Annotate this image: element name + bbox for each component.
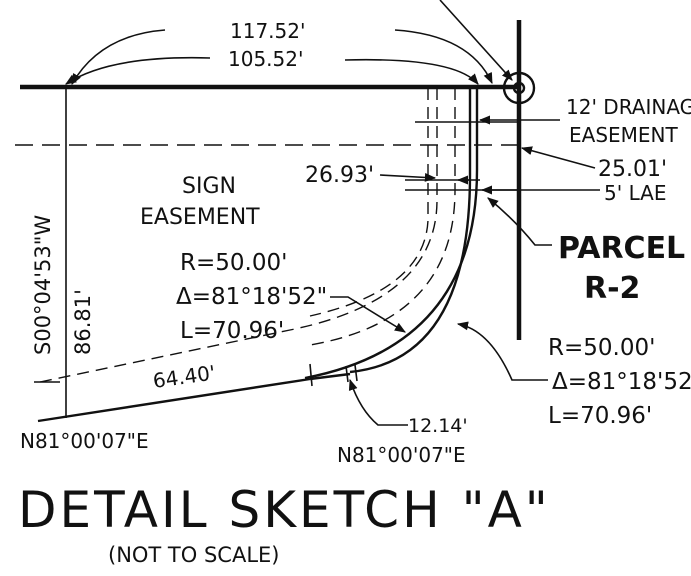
dimension-25: 25.01' [598,157,667,182]
dimension-26: 26.93' [305,163,374,188]
arc-right-lower [344,58,479,85]
curve-right-radius: R=50.00' [548,335,655,361]
curve-dashed-3 [309,88,429,317]
curve-left-delta: Δ=81°18'52" [176,284,327,310]
bearing-vertical: S00°04'53"W [31,215,55,355]
bearing-bottom: N81°00'07"E [337,443,466,467]
dimension-64: 64.40' [151,360,216,393]
curve-right-delta: Δ=81°18'52" [552,369,691,395]
monument-circle-inner [512,81,526,95]
monument-leader [439,0,513,81]
subtitle: (NOT TO SCALE) [108,543,280,567]
bottom-boundary-line-2 [309,372,351,381]
bearing-left: N81°00'07"E [20,429,149,453]
leader-12 [348,378,408,426]
drainage-easement-line1: 12' DRAINAG [566,95,691,119]
leader-26 [379,172,437,182]
top-dimension-2: 105.52' [228,47,303,71]
lae-label: 5' LAE [604,181,667,205]
arc-right-upper [394,29,493,85]
sign-easement-line2: EASEMENT [140,205,260,230]
dimension-12: 12.14' [408,415,468,437]
arc-left-lower [65,56,211,85]
curve-dashed-1 [309,88,456,346]
curve-solid-outer [304,88,479,380]
bottom-boundary-line [37,377,311,423]
dimension-vertical: 86.81' [71,289,95,355]
hash-1 [309,363,313,387]
hash-3 [354,364,358,382]
sign-easement-line1: SIGN [182,174,236,199]
title: DETAIL SKETCH "A" [18,481,551,539]
parcel-label-line1: PARCEL [558,231,685,266]
parcel-label-line2: R-2 [584,271,640,306]
leader-curve-right [456,321,548,381]
curve-solid-inner [349,88,472,374]
leader-25 [520,146,596,169]
leader-parcel [487,197,552,246]
curve-right-length: L=70.96' [548,403,652,429]
hash-2 [345,365,349,383]
top-dimension-1: 117.52' [230,19,305,43]
leader-curve-left [330,296,406,333]
arc-left-upper [71,29,166,85]
curve-left-length: L=70.96' [180,318,284,344]
curve-left-radius: R=50.00' [180,250,287,276]
drainage-easement-line2: EASEMENT [569,123,679,147]
